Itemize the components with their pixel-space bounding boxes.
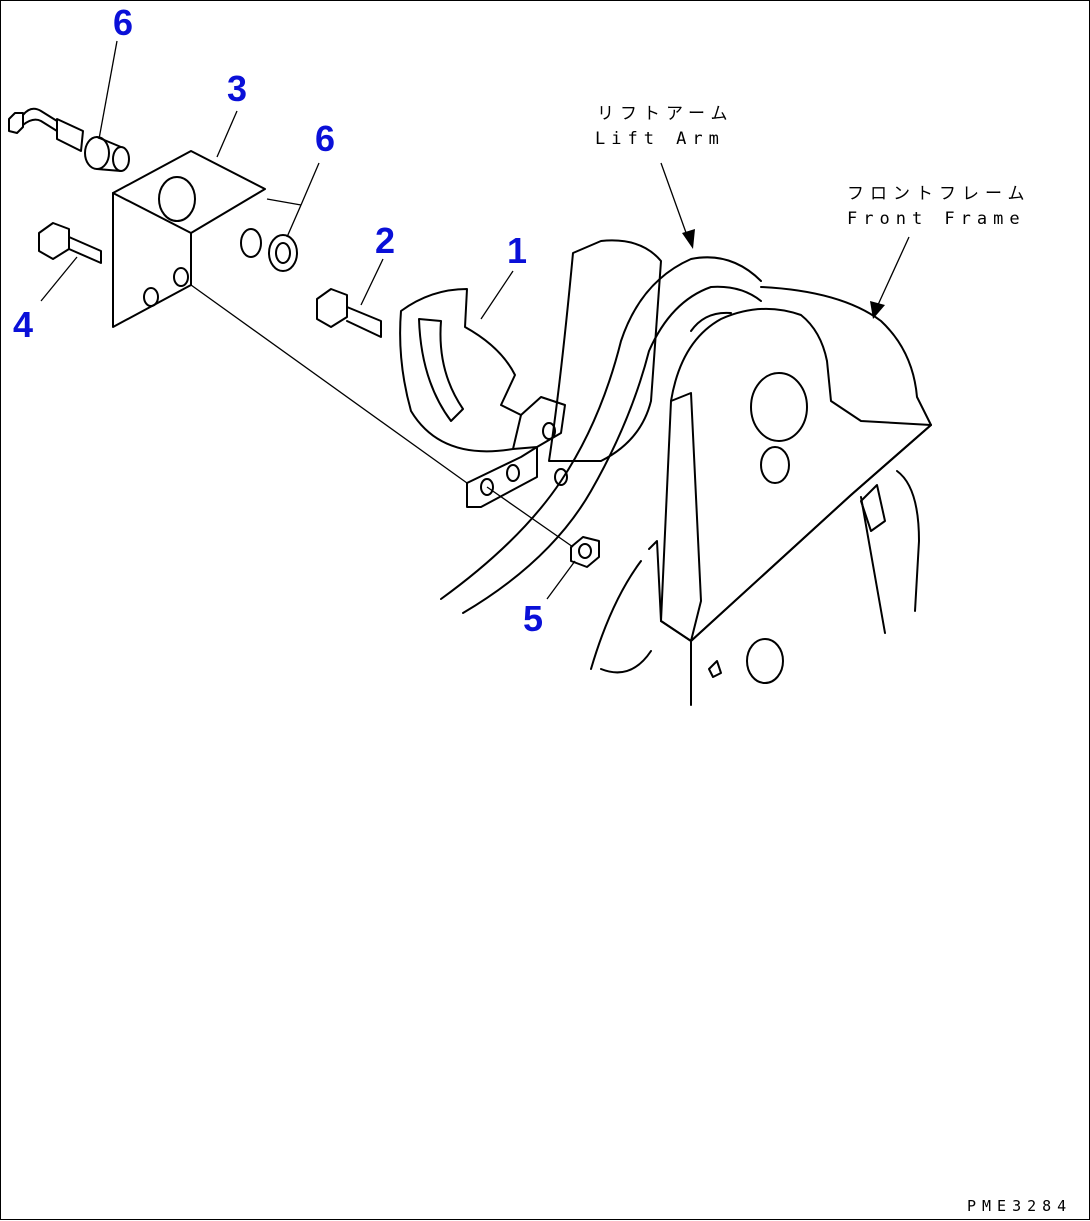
lift-arm-label-en: Lift Arm [595,129,725,149]
bolt-4 [38,222,102,264]
front-frame-label-en: Front Frame [847,209,1026,229]
lift-arm-frame [440,239,932,706]
lift-arm-label-jp: リフトアーム [597,104,734,124]
callout-4-bolt: 4 [13,304,34,345]
guard-plate [399,288,566,508]
drawing-code: PME3284 [967,1197,1073,1215]
callout-1-guard: 1 [507,230,528,271]
callout-6-sensor: 6 [113,2,134,43]
leader-lines [40,40,910,600]
proximity-sensor [8,107,130,172]
bracket [112,150,266,328]
callout-2-bolt: 2 [375,220,396,261]
callout-5-nut: 5 [523,598,544,639]
lock-nuts [240,228,298,272]
front-frame-label-jp: フロントフレーム [847,184,1031,204]
nut-5 [570,536,600,568]
bolt-2 [316,288,382,338]
callout-6-nuts: 6 [315,118,336,159]
callout-3-bracket: 3 [227,68,248,109]
